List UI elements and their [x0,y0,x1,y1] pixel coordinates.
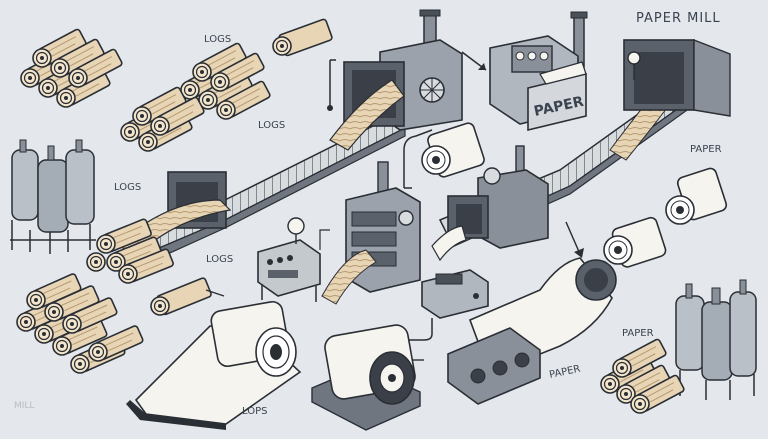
rewinder-machine [447,257,617,405]
debarker-machine [119,171,232,264]
pipe-left [329,59,336,110]
page-title: PAPER MILL [636,11,721,26]
log-pile-bottom-right [600,337,686,414]
log-pile-top-left [20,27,124,108]
paper-roll-right-2 [603,216,667,268]
arrow-head-1 [478,63,486,70]
silos-left [10,139,96,254]
silos-right [675,279,757,400]
label-logs-mid: LOGS [258,120,285,131]
label-logs-top: LOGS [204,34,231,45]
label-lops-bottom: LOPS [242,406,267,417]
pulping-machine [329,9,463,151]
paper-press-machine [489,11,588,132]
control-panel [257,217,330,302]
flow-arrow-2 [403,129,433,188]
control-box [421,269,489,319]
paper-sheet-unrolled [126,300,302,430]
label-logs-center: LOGS [206,254,233,265]
single-log-mid [150,277,225,316]
sheeter-machine [431,145,549,262]
drying-machine [623,38,731,117]
log-pile-bottom-left [16,272,145,374]
arrow-head-5 [574,248,584,258]
single-log-top [272,18,333,57]
flow-arrow-4 [400,318,433,341]
cutter-machine [321,161,421,305]
label-paper-conveyor: PAPER [548,364,581,381]
paper-roll-center [421,122,485,178]
label-logs-left: LOGS [114,182,141,193]
label-mill-faint: MILL [14,401,34,411]
flow-arrow-5 [565,221,581,255]
paper-roll-large [311,324,424,431]
label-paper-bottom-right: PAPER [622,328,654,339]
paper-roll-right-1 [665,167,728,225]
label-paper-right: PAPER [690,144,722,155]
valve-icon [327,105,333,111]
